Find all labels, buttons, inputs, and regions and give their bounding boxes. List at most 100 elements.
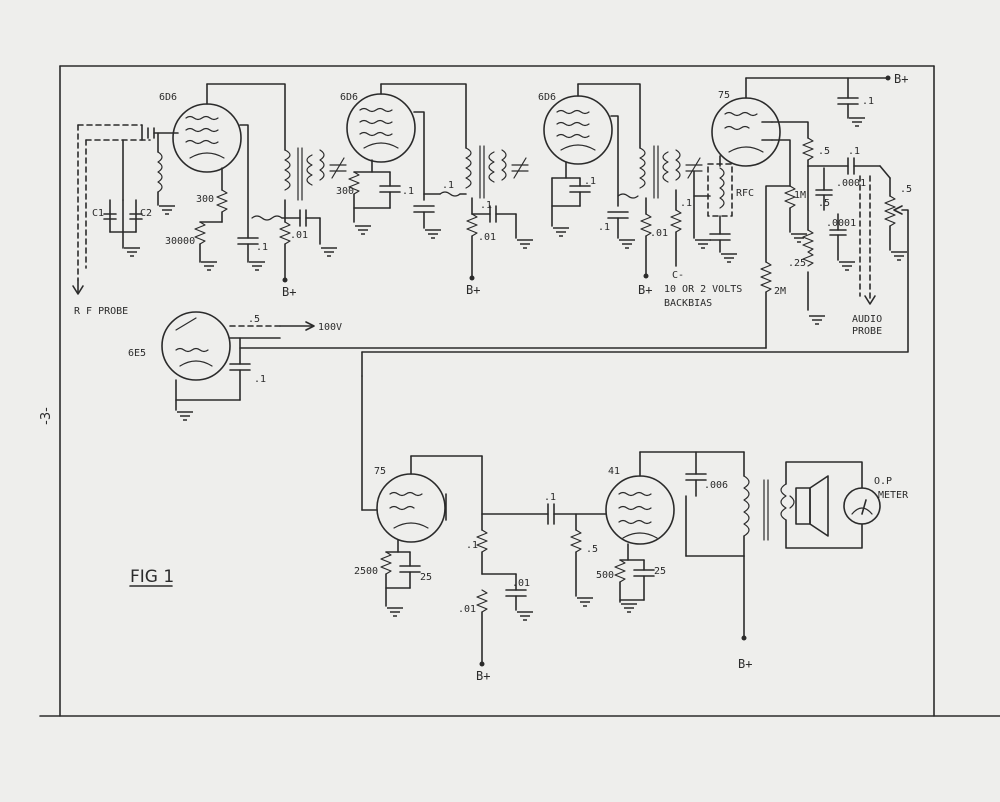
cap-eye-value: .1	[254, 374, 266, 385]
cap-leg2-value: .1	[480, 200, 492, 211]
v2-r300-value: 300	[336, 186, 354, 197]
tube-tuning-eye	[161, 311, 315, 421]
r-grid-41-value: .5	[586, 544, 598, 555]
cap-af2-25-value: 25	[654, 566, 666, 577]
op-meter-label-1: O.P	[874, 476, 892, 487]
rf-probe-label: R F PROBE	[74, 306, 128, 317]
af1-plate-load	[476, 455, 534, 667]
eye-feed-resistor	[239, 185, 791, 349]
transformer-rf-3	[639, 145, 669, 199]
tuned-circuit-3	[501, 149, 529, 181]
cap-det-0001a-value: .0001	[836, 178, 866, 189]
v3-cathode-network	[551, 161, 591, 237]
b-plus-label-af2: B+	[738, 657, 752, 671]
af2-cathode-network	[614, 543, 655, 613]
b-plus-label-top: B+	[894, 72, 908, 86]
tube-af2	[605, 451, 745, 545]
cap-v1-screen-value: .1	[256, 242, 268, 253]
r-2m-value: 2M	[774, 286, 786, 297]
cap-tone-value: .006	[704, 480, 728, 491]
op-meter-label-2: METER	[878, 490, 909, 501]
output-transformer	[741, 451, 787, 641]
cap-c1-label: C1	[92, 208, 104, 219]
b-plus-leg-1	[279, 199, 291, 283]
b-plus-label-3: B+	[638, 283, 652, 297]
cap-v3-cathode-value: .1	[584, 176, 596, 187]
tube-v3-label: 6D6	[538, 92, 556, 103]
r-af1-decouple-value: .01	[458, 604, 476, 615]
v1-r30000-value: 30000	[165, 236, 195, 247]
v2-screen-network	[413, 111, 467, 239]
b-plus-leg-2	[466, 197, 534, 281]
r-decouple-2-value: .01	[478, 232, 496, 243]
r-decouple-1-value: .01	[290, 230, 308, 241]
transformer-rf-2	[465, 145, 495, 199]
capacitor-top-bypass	[837, 77, 866, 127]
rfc-label: RFC	[736, 188, 754, 199]
page-number: -3-	[39, 407, 54, 425]
c-minus-feed	[670, 189, 711, 267]
input-grid-coil	[157, 132, 176, 215]
tube-v1	[172, 83, 242, 173]
b-plus-label-af1: B+	[476, 669, 490, 683]
v2-cathode-network	[348, 159, 401, 235]
tube-v3	[543, 83, 613, 165]
tube-v1-label: 6D6	[159, 92, 177, 103]
tube-tuning-eye-label: 6E5	[128, 348, 146, 359]
cap-det-1-value: .1	[848, 146, 860, 157]
cap-v3-screen-value: .1	[598, 222, 610, 233]
r-det-025-value: .25	[788, 258, 806, 269]
c-minus-label: C-	[672, 270, 684, 281]
v1-cathode-network	[194, 167, 228, 271]
cap-top-bypass-value: .1	[862, 96, 874, 107]
tuned-circuit-4	[675, 149, 712, 249]
cap-cminus-value: .1	[680, 198, 692, 209]
r-det-05b-value: .5	[818, 198, 830, 209]
af-coupling	[481, 503, 607, 607]
audio-probe-label-2: PROBE	[852, 326, 882, 337]
wire-v3-plate	[577, 83, 641, 149]
cap-coupling-value: .1	[544, 492, 556, 503]
r-det-1m-value: 1M	[794, 190, 806, 201]
backbias-label-2: BACKBIAS	[664, 298, 712, 309]
tube-v2-label: 6D6	[340, 92, 358, 103]
volume-control	[361, 165, 909, 353]
wire-v1-plate	[206, 83, 286, 151]
cap-v2-screen-value: .1	[442, 180, 454, 191]
loudspeaker	[785, 461, 863, 549]
rf-probe-wiring	[72, 124, 179, 295]
af1-cathode-network	[380, 539, 421, 617]
cap-c2-label: C2	[140, 208, 152, 219]
cap-v2-cathode-value: .1	[402, 186, 414, 197]
tube-v4	[711, 77, 781, 167]
detector-load	[771, 121, 881, 325]
audio-probe-label-1: AUDIO	[852, 314, 882, 325]
rfc-choke	[707, 155, 738, 263]
r-eye-05-value: .5	[248, 314, 260, 325]
r-volume-value: .5	[900, 184, 912, 195]
tube-v4-label: 75	[718, 90, 730, 101]
b-plus-label-2: B+	[466, 283, 480, 297]
v100-label: 100V	[318, 322, 342, 333]
v3-screen-network	[607, 115, 639, 249]
tube-v2	[346, 83, 416, 163]
v1-r300-value: 300	[196, 194, 214, 205]
b-plus-leg-3	[640, 197, 652, 279]
tube-af2-label: 41	[608, 466, 620, 477]
r-det-05-value: .5	[818, 146, 830, 157]
cap-det-0001b-value: .0001	[826, 218, 856, 229]
r-af1-2500-value: 2500	[354, 566, 378, 577]
tone-capacitor	[685, 451, 745, 557]
output-meter	[843, 487, 881, 525]
tuned-circuit-2	[319, 149, 347, 181]
b-plus-terminal-top	[885, 75, 891, 81]
r-decouple-3-value: .01	[650, 228, 668, 239]
cap-af1-decouple-value: .01	[512, 578, 530, 589]
r-af2-500-value: 500	[596, 570, 614, 581]
wire-v2-plate	[380, 83, 467, 149]
tube-af1-label: 75	[374, 466, 386, 477]
cap-af1-25-value: 25	[420, 572, 432, 583]
r-af1-plate-value: .1	[466, 540, 478, 551]
page-frame	[39, 65, 1000, 717]
figure-label: FIG 1	[130, 567, 174, 587]
